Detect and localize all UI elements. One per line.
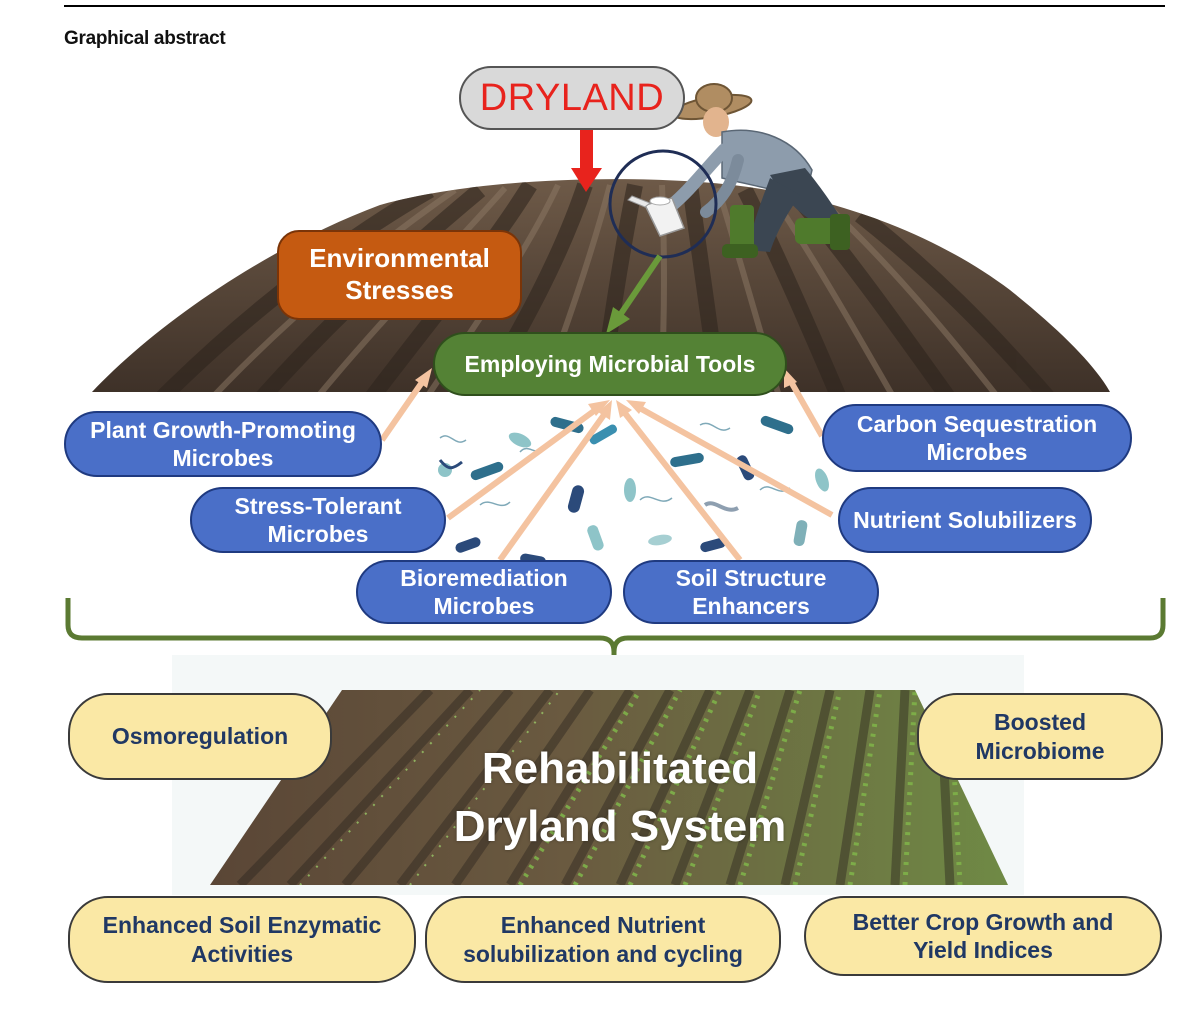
- watering-can-icon: [608, 149, 718, 259]
- grouping-brace: [65, 598, 1166, 672]
- enhanced-nutrient-cycling-box: Enhanced Nutrient solubilization and cyc…: [425, 896, 781, 983]
- farmer-icon: [665, 83, 850, 258]
- boosted-microbiome-box: Boosted Microbiome: [917, 693, 1163, 780]
- environmental-stresses-box: Environmental Stresses: [277, 230, 522, 320]
- title-line-2: Dryland System: [453, 802, 787, 852]
- nutrient-solubilizers-box: Nutrient Solubilizers: [838, 487, 1092, 553]
- plant-growth-promoting-microbes-box: Plant Growth-Promoting Microbes: [64, 411, 382, 477]
- top-rule: [64, 5, 1165, 7]
- dryland-label: DRYLAND: [459, 66, 685, 130]
- rehabilitated-dryland-title: Rehabilitated Dryland System: [380, 740, 860, 856]
- enhanced-soil-enzymatic-activities-box: Enhanced Soil Enzymatic Activities: [68, 896, 416, 983]
- bacteria-icon: [438, 415, 829, 567]
- bioremediation-microbes-box: Bioremediation Microbes: [356, 560, 612, 624]
- soil-structure-enhancers-box: Soil Structure Enhancers: [623, 560, 879, 624]
- better-crop-growth-box: Better Crop Growth and Yield Indices: [804, 896, 1162, 976]
- carbon-sequestration-microbes-box: Carbon Sequestration Microbes: [822, 404, 1132, 472]
- title-line-1: Rehabilitated: [481, 744, 759, 793]
- stress-tolerant-microbes-box: Stress-Tolerant Microbes: [190, 487, 446, 553]
- graphical-abstract-heading: Graphical abstract: [64, 28, 226, 49]
- employing-microbial-tools-box: Employing Microbial Tools: [433, 332, 787, 396]
- microbe-to-tools-arrows: [379, 368, 834, 562]
- dryland-arrow: [571, 130, 602, 192]
- circle-to-tools-arrow: [606, 254, 663, 334]
- osmoregulation-box: Osmoregulation: [68, 693, 332, 780]
- crop-field-icon: [172, 655, 1024, 895]
